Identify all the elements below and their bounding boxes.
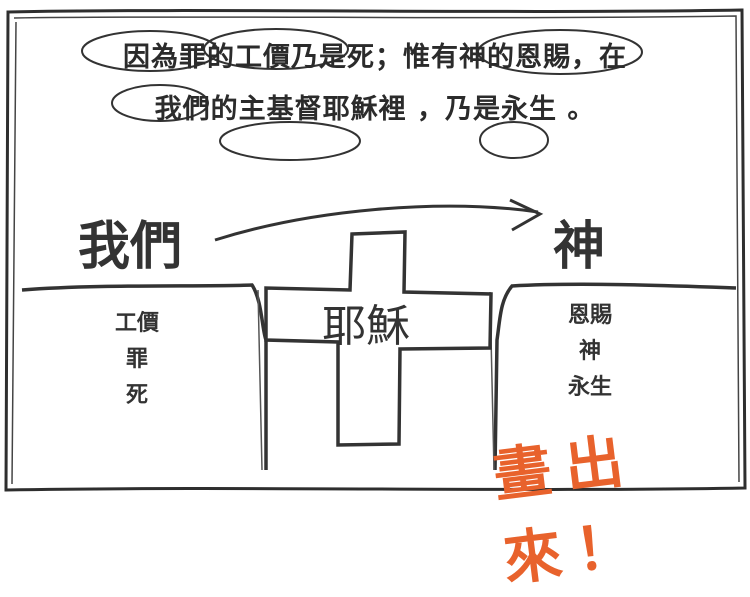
verse-line-1: 因為罪的工價乃是死；惟有神的恩賜，在 [123,42,627,73]
right-item-gift: 恩賜 [567,303,612,328]
left-item-death: 死 [125,383,148,408]
left-item-wages: 工價 [114,311,159,336]
label-jesus: 耶穌 [322,301,410,352]
right-items: 恩賜 神 永生 [553,298,627,406]
verse-line-2: 我們的主基督耶穌裡 ，乃是永生 。 [154,94,596,125]
right-item-life: 永生 [567,375,612,400]
oval-we [111,84,209,122]
arrow-line [214,204,539,242]
ground-line [21,282,737,471]
frame-border [4,8,747,492]
oval-life [479,121,549,159]
arrow-head [509,198,544,232]
sketch-diagram: 因為罪的工價乃是死；惟有神的恩賜，在 我們的主基督耶穌裡 ，乃是永生 。 我們 … [4,8,747,594]
left-item-sin: 罪 [125,347,148,372]
sketch-canvas [4,8,747,492]
draw-it-stamp: 畫出來！ [489,425,652,594]
oval-sin [81,30,219,72]
label-we: 我們 [78,217,183,277]
oval-christ [219,121,361,161]
label-god: 神 [553,217,606,277]
frame-border-inner [11,15,740,485]
left-items: 工價 罪 死 [100,306,174,414]
right-item-god: 神 [578,339,601,364]
oval-wages [203,28,349,70]
cross-shape [264,230,493,447]
oval-gift [477,29,643,75]
